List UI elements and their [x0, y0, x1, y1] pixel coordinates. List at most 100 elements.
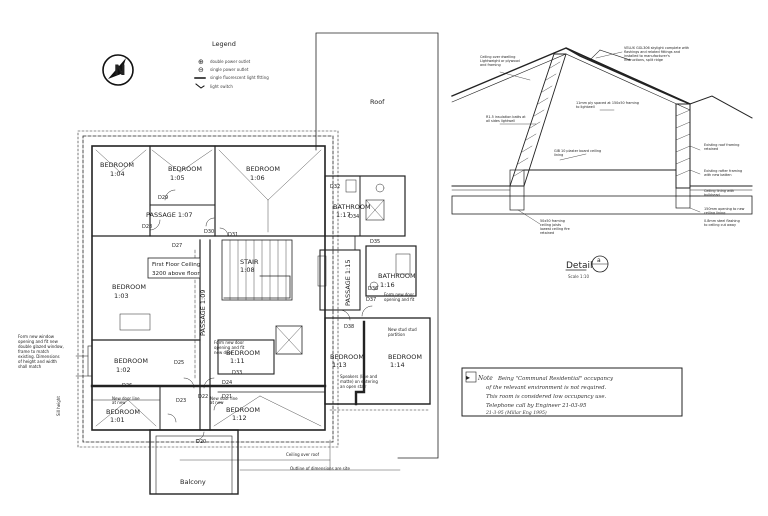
svg-text:frame to match: frame to match — [18, 349, 50, 354]
door-tag: D30 — [204, 229, 214, 235]
svg-text:installed to manufacturer's: installed to manufacturer's — [624, 54, 670, 58]
svg-text:all sides lightwell: all sides lightwell — [486, 119, 515, 123]
room-number: 1:04 — [110, 170, 125, 178]
room-bedroom-1-06: BEDROOM — [246, 165, 280, 173]
note-line: Being "Communal Residential" occupancy — [497, 376, 614, 382]
door-tag: D34 — [349, 214, 359, 220]
north-arrow-icon: N — [102, 54, 134, 86]
ceiling-note: First Floor Ceiling 3200 above floor — [147, 257, 201, 279]
svg-text:with new batten: with new batten — [704, 173, 731, 177]
room-number: 1:06 — [250, 174, 265, 182]
legend-item: light switch — [210, 84, 233, 89]
svg-text:bulkhead: bulkhead — [704, 193, 720, 197]
note-line: Telephone call by Engineer 21-03-95 — [486, 403, 587, 409]
svg-text:Sill height: Sill height — [56, 396, 61, 416]
svg-text:flashings and related fittings: flashings and related fittings and — [624, 50, 680, 54]
svg-text:N: N — [114, 63, 126, 79]
room-bedroom-1-04: BEDROOM — [100, 161, 134, 169]
svg-text:VELUX GGL306 skylight complete: VELUX GGL306 skylight complete with — [624, 46, 689, 50]
door-tag: D38 — [344, 324, 354, 330]
room-bedroom-1-05: BEDROOM — [168, 165, 202, 173]
door-tag: D31 — [228, 232, 238, 238]
note-line: This room is considered low occupancy us… — [486, 394, 607, 400]
svg-text:Existing roof framing: Existing roof framing — [704, 143, 739, 147]
svg-text:new door: new door — [214, 350, 233, 355]
room-passage-1-15: PASSAGE 1:15 — [344, 260, 352, 306]
svg-text:opening and fit: opening and fit — [214, 345, 245, 350]
room-number: 1:08 — [240, 266, 255, 274]
door-tag: D23 — [176, 398, 186, 404]
svg-text:⊕: ⊕ — [198, 58, 204, 66]
detail-marker: a — [597, 257, 601, 264]
room-labels: BEDROOM 1:04 BEDROOM 1:05 BEDROOM 1:06 P… — [100, 161, 422, 486]
roof-area: Roof — [315, 32, 439, 459]
svg-text:New door line: New door line — [210, 396, 238, 401]
svg-text:lowest ceiling fire: lowest ceiling fire — [540, 227, 570, 231]
svg-text:0.8mm steel flashing: 0.8mm steel flashing — [704, 219, 740, 223]
svg-text:Form new door: Form new door — [214, 340, 244, 345]
door-tag: D25 — [174, 360, 184, 366]
svg-text:at new: at new — [112, 400, 126, 405]
legend-title: Legend — [212, 40, 236, 48]
room-bathroom-1-16: BATHROOM — [378, 272, 416, 280]
ceiling-note-line: 3200 above floor — [152, 271, 200, 277]
svg-text:double glazed window,: double glazed window, — [18, 344, 64, 349]
svg-text:50x50 framing: 50x50 framing — [540, 219, 565, 223]
svg-text:of height and width: of height and width — [18, 359, 57, 364]
legend: Legend ⊕ double power outlet ⊖ single po… — [194, 40, 269, 89]
floor-plan — [75, 130, 431, 495]
room-number: 1:11 — [230, 357, 245, 365]
handwritten-note-box: ▸ Note Being "Communal Residential" occu… — [461, 367, 683, 417]
door-tag: D29 — [158, 195, 168, 201]
svg-text:to lightwell: to lightwell — [576, 105, 595, 109]
svg-text:opening and fit: opening and fit — [384, 297, 415, 302]
roof-label: Roof — [370, 98, 385, 106]
svg-text:opening and fit new: opening and fit new — [18, 339, 59, 344]
room-bedroom-1-14: BEDROOM — [388, 353, 422, 361]
svg-text:Lightweight or plywood: Lightweight or plywood — [480, 59, 520, 63]
svg-text:Form new door: Form new door — [384, 292, 414, 297]
room-number: 1:01 — [110, 416, 125, 424]
svg-text:Speakers (line and: Speakers (line and — [340, 374, 378, 379]
ceiling-note-line: First Floor Ceiling — [152, 262, 201, 268]
room-stair: STAIR — [240, 258, 259, 266]
svg-text:GIB 10 plaster board ceiling: GIB 10 plaster board ceiling — [554, 149, 601, 153]
left-window-note: Form new window opening and fit new doub… — [18, 334, 64, 416]
svg-text:to ceiling cut away: to ceiling cut away — [704, 223, 736, 227]
svg-text:at new: at new — [210, 400, 224, 405]
legend-item: single power outlet — [210, 67, 249, 72]
door-tag: D37 — [366, 297, 376, 303]
room-balcony: Balcony — [180, 478, 206, 486]
room-number: 1:16 — [380, 281, 395, 289]
svg-text:Form new window: Form new window — [18, 334, 55, 339]
svg-text:11mm ply spaced at 150x50 fram: 11mm ply spaced at 150x50 framing — [576, 101, 639, 105]
room-number: 1:02 — [116, 366, 131, 374]
svg-text:an open stair: an open stair — [340, 384, 367, 389]
room-bedroom-1-13: BEDROOM — [330, 353, 364, 361]
room-passage-1-07: PASSAGE 1:07 — [146, 211, 192, 219]
svg-text:New stud stud: New stud stud — [388, 327, 417, 332]
svg-text:retained: retained — [704, 147, 718, 151]
door-tag: D33 — [232, 370, 242, 376]
door-tag: D28 — [142, 224, 152, 230]
door-tag: D24 — [222, 380, 232, 386]
detail-section — [451, 47, 753, 273]
room-number: 1:17 — [336, 211, 351, 219]
room-number: 1:03 — [114, 292, 129, 300]
detail-title-block: Detail Scale 1:10 a — [566, 257, 601, 279]
svg-text:lining: lining — [554, 153, 563, 157]
svg-text:ceiling joists: ceiling joists — [540, 223, 561, 227]
room-number: 1:12 — [232, 414, 247, 422]
detail-title: Detail — [566, 261, 593, 271]
svg-text:existing. Dimensions: existing. Dimensions — [18, 354, 60, 359]
svg-text:instructions, split ridge: instructions, split ridge — [624, 58, 663, 62]
legend-item: double power outlet — [210, 59, 251, 64]
svg-text:retained: retained — [540, 231, 554, 235]
svg-text:partition: partition — [388, 332, 405, 337]
svg-text:▸: ▸ — [466, 373, 470, 382]
svg-text:Ceiling over dwelling: Ceiling over dwelling — [480, 55, 515, 59]
svg-text:R1.5 insulation batts at: R1.5 insulation batts at — [486, 115, 526, 119]
room-number: 1:14 — [390, 361, 405, 369]
note-line: 21-3-95 (Millar Eng 1995) — [485, 409, 547, 416]
